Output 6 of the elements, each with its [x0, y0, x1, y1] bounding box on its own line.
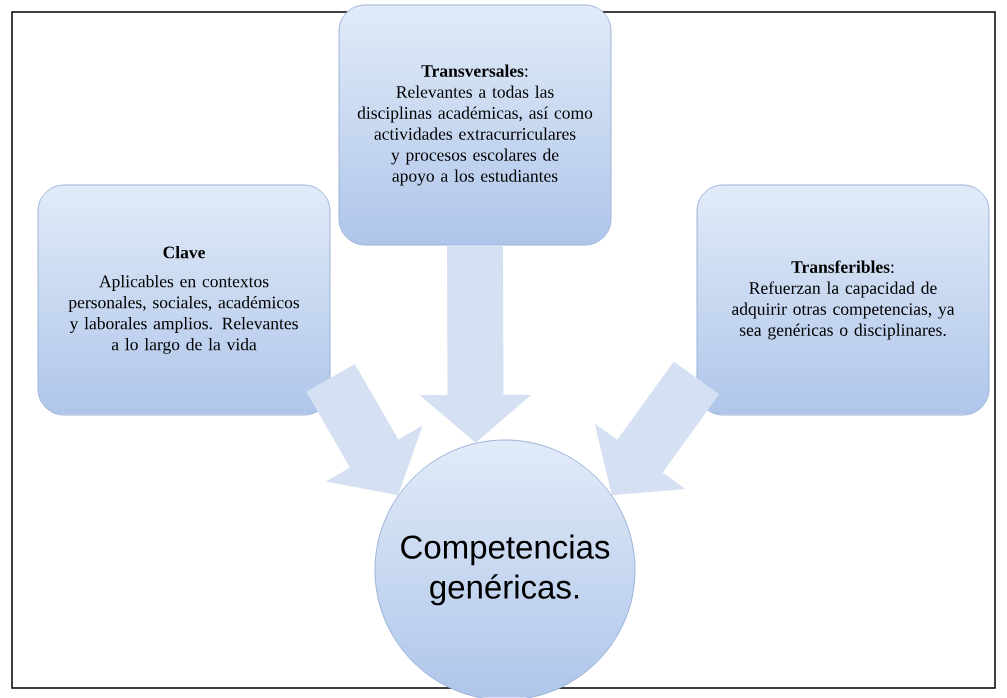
block-arrow	[419, 245, 532, 443]
rounded-box: Clave Aplicables en contextos personales, sociales, académicos y laborales amplios. Relevantes a lo largo de la vida	[37, 184, 331, 416]
rounded-box: Transferibles: Refuerzan la capacidad de adquirir otras competencias, ya sea genéricas o disciplinares.	[696, 184, 990, 416]
rounded-box: Transversales: Relevantes a todas las disciplinas académicas, así como actividades extracurriculares y procesos escolares de apoyo a los estudiantes	[338, 4, 612, 246]
block-arrow	[594, 361, 720, 496]
block-arrow	[306, 363, 423, 496]
